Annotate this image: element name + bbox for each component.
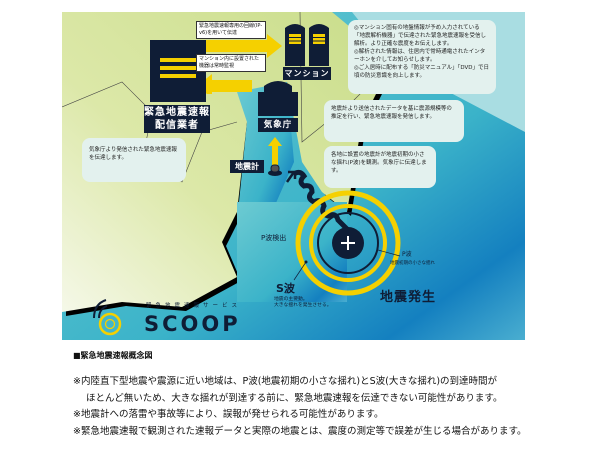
note-line: ほとんど無いため、大きな揺れが到達する前に、緊急地震速報を伝達できない可能性があ… [86,393,503,404]
seismometer-label: 地震計 [230,160,264,173]
monitor-note: マンション内に設置された機器は常時監視 [196,54,266,72]
jma-label: 気象庁 [258,118,298,132]
seismometer-icon [268,164,282,176]
mansion-icon [285,24,329,66]
callout-line: ◎マンション固有の地盤情報が予め入力されている「地震解析機器」で伝達された緊急地… [354,25,487,47]
s-wave-desc-line: 大きな揺れを発生させる。 [274,303,332,308]
arrow-up-to-jma [268,137,282,165]
provider-label: 緊急地震速報 配信業者 [144,105,210,133]
p-wave-ring [317,212,379,274]
arrow-right-to-mansion [190,34,282,58]
mansion-label: マンション [283,67,331,80]
line-note: 緊急地震速報専用の回線(IP-v6)を用いて伝達 [196,21,266,39]
jma-building-icon [258,81,298,116]
arrow-left-to-provider [197,74,252,94]
plus-icon [341,236,355,250]
note-line: ※内陸直下型地震や震源に近い地域は、P波(地震初期の小さな揺れ)とS波(大きな揺… [73,376,498,387]
s-wave-desc-line: 地震の主要動。 [274,297,308,302]
logo-subtitle: 緊急地震速報サービス [146,303,242,309]
epicenter-label: 地震発生 [380,290,437,305]
note-line: ※緊急地震速報で観測された速報データと実際の地震とは、震度の測定等で誤差が生じる… [73,426,527,437]
p-wave-detect-label: P波検出 [261,234,287,242]
callout-provider: 気象庁より発信された緊急地震速報を伝達します。 [82,138,186,182]
callout-line: ◎ご入居時に配布する「防災マニュアル」「DVD」で日頃の防災意識を向上します。 [354,65,490,79]
p-wave-desc: 地震初期の小さな揺れ [390,261,435,266]
transmit-arrows [190,34,282,94]
s-wave-ring-outer [295,190,401,296]
callout-seismometer: 各地に設置の地震計が地震初期の小さな揺れ(P波)を観測。気象庁に伝達します。 [324,146,436,188]
scoop-logo: SCOOP [144,312,241,336]
wave-graphic [285,169,401,296]
provider-label-line: 配信業者 [155,120,199,131]
scoop-logo-icon [93,299,122,336]
p-wave-squiggle [292,169,354,236]
provider-label-line: 緊急地震速報 [144,107,210,118]
callout-jma: 地震計より送信されたデータを基に震源規模等の推定を行い、緊急地震速報を発信します… [324,100,464,142]
concept-diagram: 緊急地震速報 配信業者 マンション 気象庁 緊急地震速報専用の回線(IP-v6)… [62,12,525,340]
s-wave-ring-inner [309,204,387,282]
s-wave-label: S波 [276,282,295,295]
s-wave-desc: 地震の主要動。 大きな揺れを発生させる。 [274,297,332,309]
callout-line: ◎解析された情報は、住居内で常時通電されたインターホンを介してお知らせします。 [354,49,486,63]
diagram-caption: ■緊急地震速報概念図 [73,351,153,360]
note-line: ※地震計への落雷や事故等により、誤報が発せられる可能性があります。 [73,409,384,420]
p-wave-label: P波 [402,251,412,258]
callout-mansion: ◎マンション固有の地盤情報が予め入力されている「地震解析機器」で伝達された緊急地… [348,20,496,94]
